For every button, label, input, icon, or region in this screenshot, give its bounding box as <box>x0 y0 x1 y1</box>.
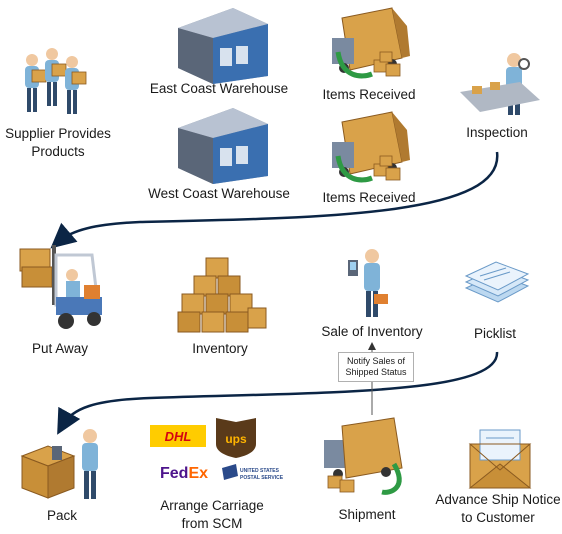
label-sale-of-inventory: Sale of Inventory <box>321 324 423 339</box>
fedex-logo-ex: Ex <box>188 465 208 482</box>
usps-logo: UNITED STATES POSTAL SERVICE <box>222 464 284 481</box>
usps-logo-line2: POSTAL SERVICE <box>240 475 284 481</box>
dhl-logo-text: DHL <box>165 429 192 444</box>
picklist-icon <box>464 261 530 303</box>
receiving-truck-icon-2 <box>332 111 410 183</box>
inspection-icon <box>460 53 540 115</box>
fedex-logo: FedEx <box>160 465 208 482</box>
flow-arrow-picklist-to-pack <box>57 351 499 435</box>
label-put-away: Put Away <box>31 341 89 356</box>
west-warehouse-icon <box>178 108 268 184</box>
ups-logo-text: ups <box>225 432 247 446</box>
forklift-icon <box>19 245 102 329</box>
svg-text:FedEx: FedEx <box>160 465 208 482</box>
label-west-warehouse: West Coast Warehouse <box>148 186 290 201</box>
pack-icon <box>20 429 98 499</box>
east-warehouse-icon <box>178 8 268 84</box>
label-items-received-2: Items Received <box>322 190 416 205</box>
notify-sales-note: Notify Sales of Shipped Status <box>338 352 414 382</box>
label-asn: Advance Ship Notice to Customer <box>435 492 561 525</box>
label-shipment: Shipment <box>338 507 396 522</box>
usps-logo-line1: UNITED STATES <box>240 468 280 474</box>
dhl-logo: DHL <box>150 425 206 447</box>
ups-logo: ups <box>216 418 256 458</box>
label-supplier: Supplier Provides Products <box>5 126 111 159</box>
salesperson-icon <box>348 249 388 317</box>
label-inspection: Inspection <box>466 125 528 140</box>
inventory-boxes-icon <box>177 257 267 333</box>
envelope-icon <box>468 429 532 489</box>
shipment-truck-icon <box>324 417 403 495</box>
label-items-received-1: Items Received <box>322 87 416 102</box>
label-inventory: Inventory <box>192 341 248 356</box>
receiving-truck-icon-1 <box>332 7 410 79</box>
flow-arrow-inspection-to-putaway <box>50 151 499 249</box>
label-east-warehouse: East Coast Warehouse <box>149 81 289 96</box>
supplier-people-icon <box>25 48 87 114</box>
label-arrange-carriage: Arrange Carriage from SCM <box>160 498 264 531</box>
label-picklist: Picklist <box>473 326 516 341</box>
label-pack: Pack <box>46 508 77 523</box>
fedex-logo-fed: Fed <box>160 465 188 482</box>
